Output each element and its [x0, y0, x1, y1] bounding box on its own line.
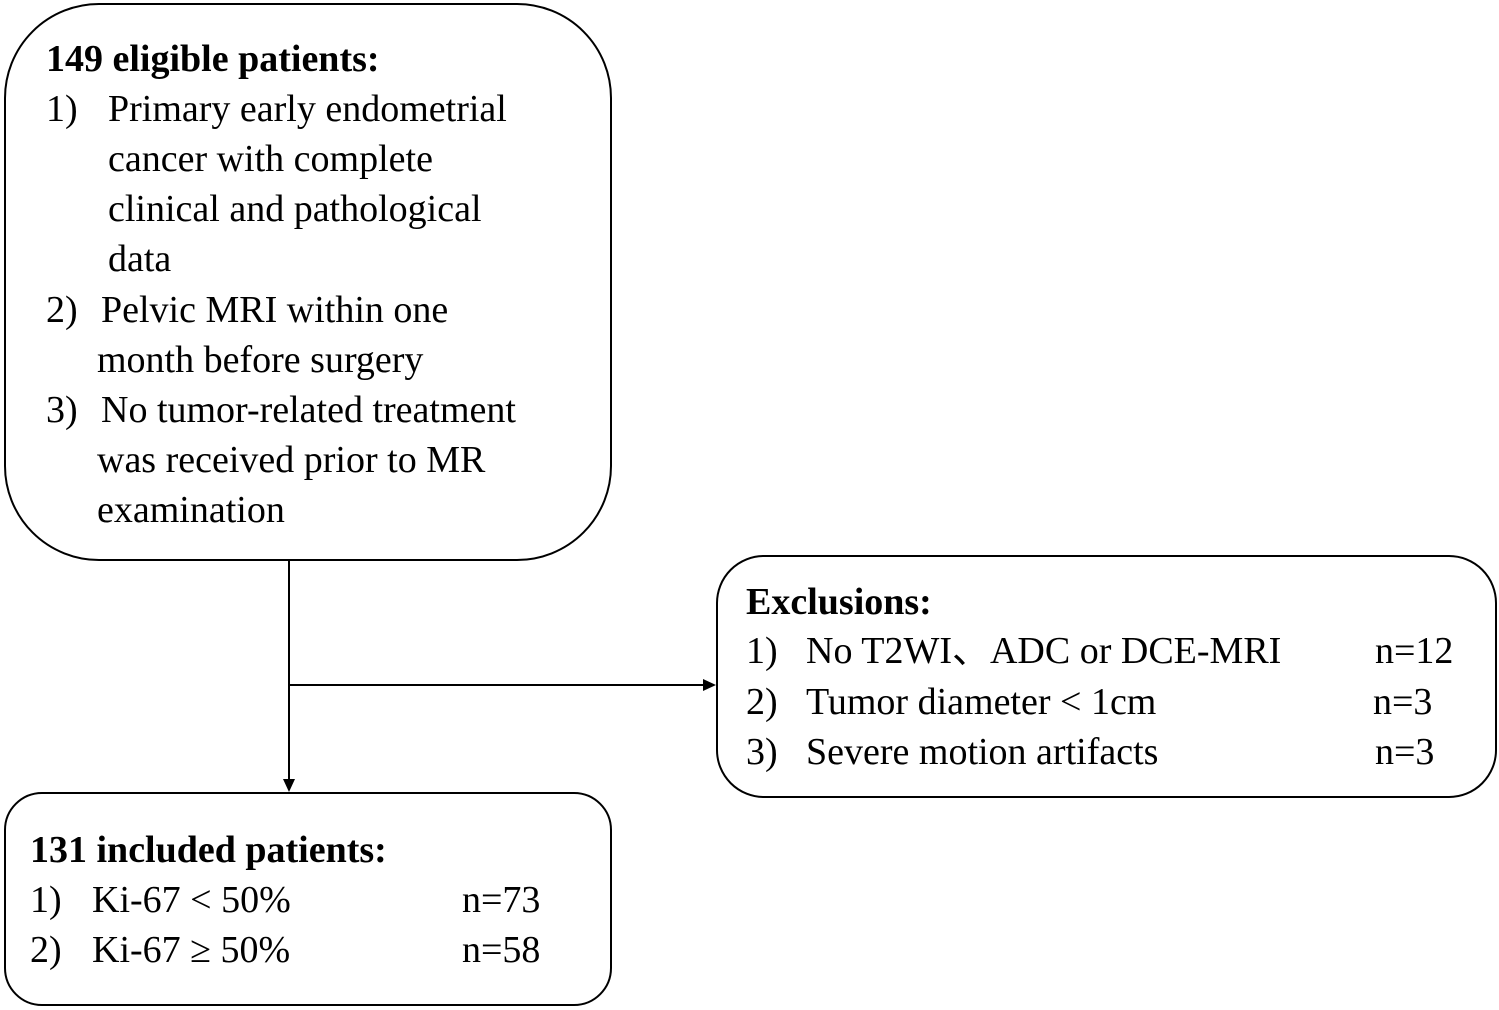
eligible-item-3-line-2: was received prior to MR: [97, 439, 486, 481]
exclusion-item-2-number: 2): [746, 681, 778, 723]
eligible-item-2-line-1: Pelvic MRI within one: [101, 289, 449, 331]
included-item-2-count: n=58: [462, 929, 541, 971]
exclusion-item-2-count: n=3: [1373, 681, 1433, 723]
included-patients-box: [4, 792, 612, 1006]
exclusions-title: Exclusions:: [746, 581, 932, 623]
included-item-1-count: n=73: [462, 879, 541, 921]
arrow-to-exclusions: [703, 679, 716, 691]
arrow-to-included: [283, 779, 295, 792]
included-title: 131 included patients:: [30, 829, 387, 871]
exclusion-item-1-number: 1): [746, 630, 778, 672]
eligible-title: 149 eligible patients:: [46, 38, 380, 80]
eligible-patients-box: [4, 3, 612, 561]
eligible-item-3-line-1: No tumor-related treatment: [101, 389, 516, 431]
exclusion-item-2-label: Tumor diameter < 1cm: [806, 681, 1157, 723]
exclusions-box: [716, 555, 1497, 798]
eligible-item-2-line-2: month before surgery: [97, 339, 424, 381]
eligible-item-2-number: 2): [46, 289, 78, 331]
included-item-2-label: Ki-67 ≥ 50%: [92, 929, 291, 971]
included-item-1-label: Ki-67 < 50%: [92, 879, 291, 921]
exclusion-item-1-count: n=12: [1375, 630, 1454, 672]
exclusion-item-3-number: 3): [746, 731, 778, 773]
included-item-2-number: 2): [30, 929, 62, 971]
eligible-item-3-number: 3): [46, 389, 78, 431]
exclusion-item-3-count: n=3: [1375, 731, 1435, 773]
included-item-1-number: 1): [30, 879, 62, 921]
exclusion-item-1-label: No T2WI、ADC or DCE-MRI: [806, 630, 1282, 672]
eligible-item-1-line-2: cancer with complete: [108, 138, 433, 180]
eligible-item-1-line-3: clinical and pathological: [108, 188, 482, 230]
exclusion-item-3-label: Severe motion artifacts: [806, 731, 1159, 773]
eligible-item-1-number: 1): [46, 88, 78, 130]
eligible-item-1-line-1: Primary early endometrial: [108, 88, 507, 130]
eligible-item-3-line-3: examination: [97, 489, 285, 531]
eligible-item-1-line-4: data: [108, 238, 172, 280]
